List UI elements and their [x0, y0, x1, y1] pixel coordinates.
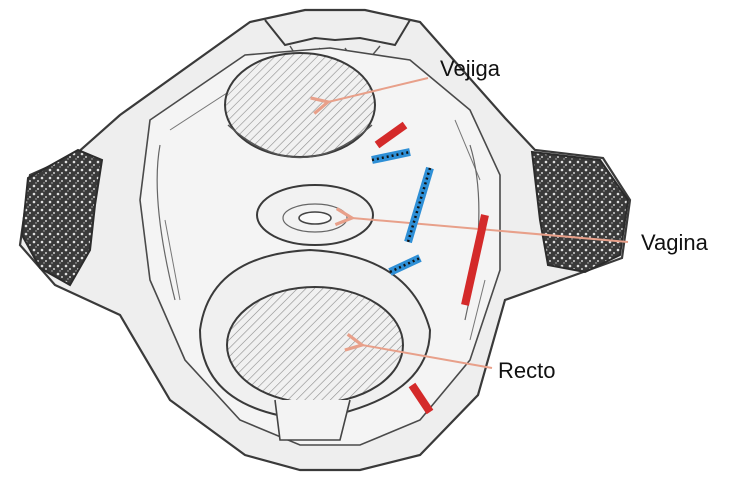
label-vejiga: Vejiga [440, 58, 500, 80]
label-vagina: Vagina [641, 232, 708, 254]
label-recto: Recto [498, 360, 555, 382]
rectum [227, 287, 403, 403]
right-ischium [532, 152, 628, 272]
bladder [225, 53, 375, 157]
